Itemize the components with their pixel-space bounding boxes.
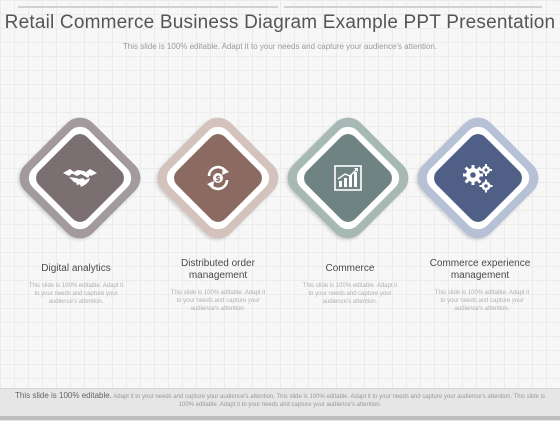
node-label-commerce-experience: Commerce experience management bbox=[429, 258, 531, 281]
node-desc-distributed-order: This slide is 100% editable. Adapt it to… bbox=[170, 290, 266, 312]
diagram-node-digital-analytics bbox=[12, 110, 148, 246]
footer-bar: This slide is 100% editable. Adapt it to… bbox=[0, 388, 560, 421]
top-divider-left bbox=[18, 6, 278, 8]
node-label-distributed-order: Distributed order management bbox=[181, 258, 255, 281]
footer-text: This slide is 100% editable. Adapt it to… bbox=[10, 392, 550, 409]
diagram-node-distributed-order: $ bbox=[150, 110, 286, 246]
bar-chart-icon bbox=[328, 158, 368, 198]
handshake-icon bbox=[60, 158, 100, 198]
slide-title: Retail Commerce Business Diagram Example… bbox=[4, 12, 556, 33]
footer-body: Adapt it to your needs and capture your … bbox=[113, 394, 545, 408]
slide-subtitle: This slide is 100% editable. Adapt it to… bbox=[122, 42, 438, 51]
diagram-node-commerce bbox=[280, 110, 416, 246]
node-desc-commerce-experience: This slide is 100% editable. Adapt it to… bbox=[434, 290, 530, 312]
bottom-band bbox=[0, 416, 560, 420]
diagram-node-commerce-experience bbox=[410, 110, 546, 246]
node-label-digital-analytics: Digital analytics bbox=[41, 263, 111, 274]
gears-icon bbox=[458, 158, 498, 198]
svg-text:$: $ bbox=[215, 174, 221, 183]
refresh-dollar-icon: $ bbox=[198, 158, 238, 198]
node-label-commerce: Commerce bbox=[325, 263, 375, 274]
top-divider-right bbox=[284, 6, 542, 8]
node-desc-commerce: This slide is 100% editable. Adapt it to… bbox=[302, 283, 398, 305]
node-desc-digital-analytics: This slide is 100% editable. Adapt it to… bbox=[28, 283, 124, 305]
footer-lead: This slide is 100% editable. bbox=[15, 391, 112, 400]
